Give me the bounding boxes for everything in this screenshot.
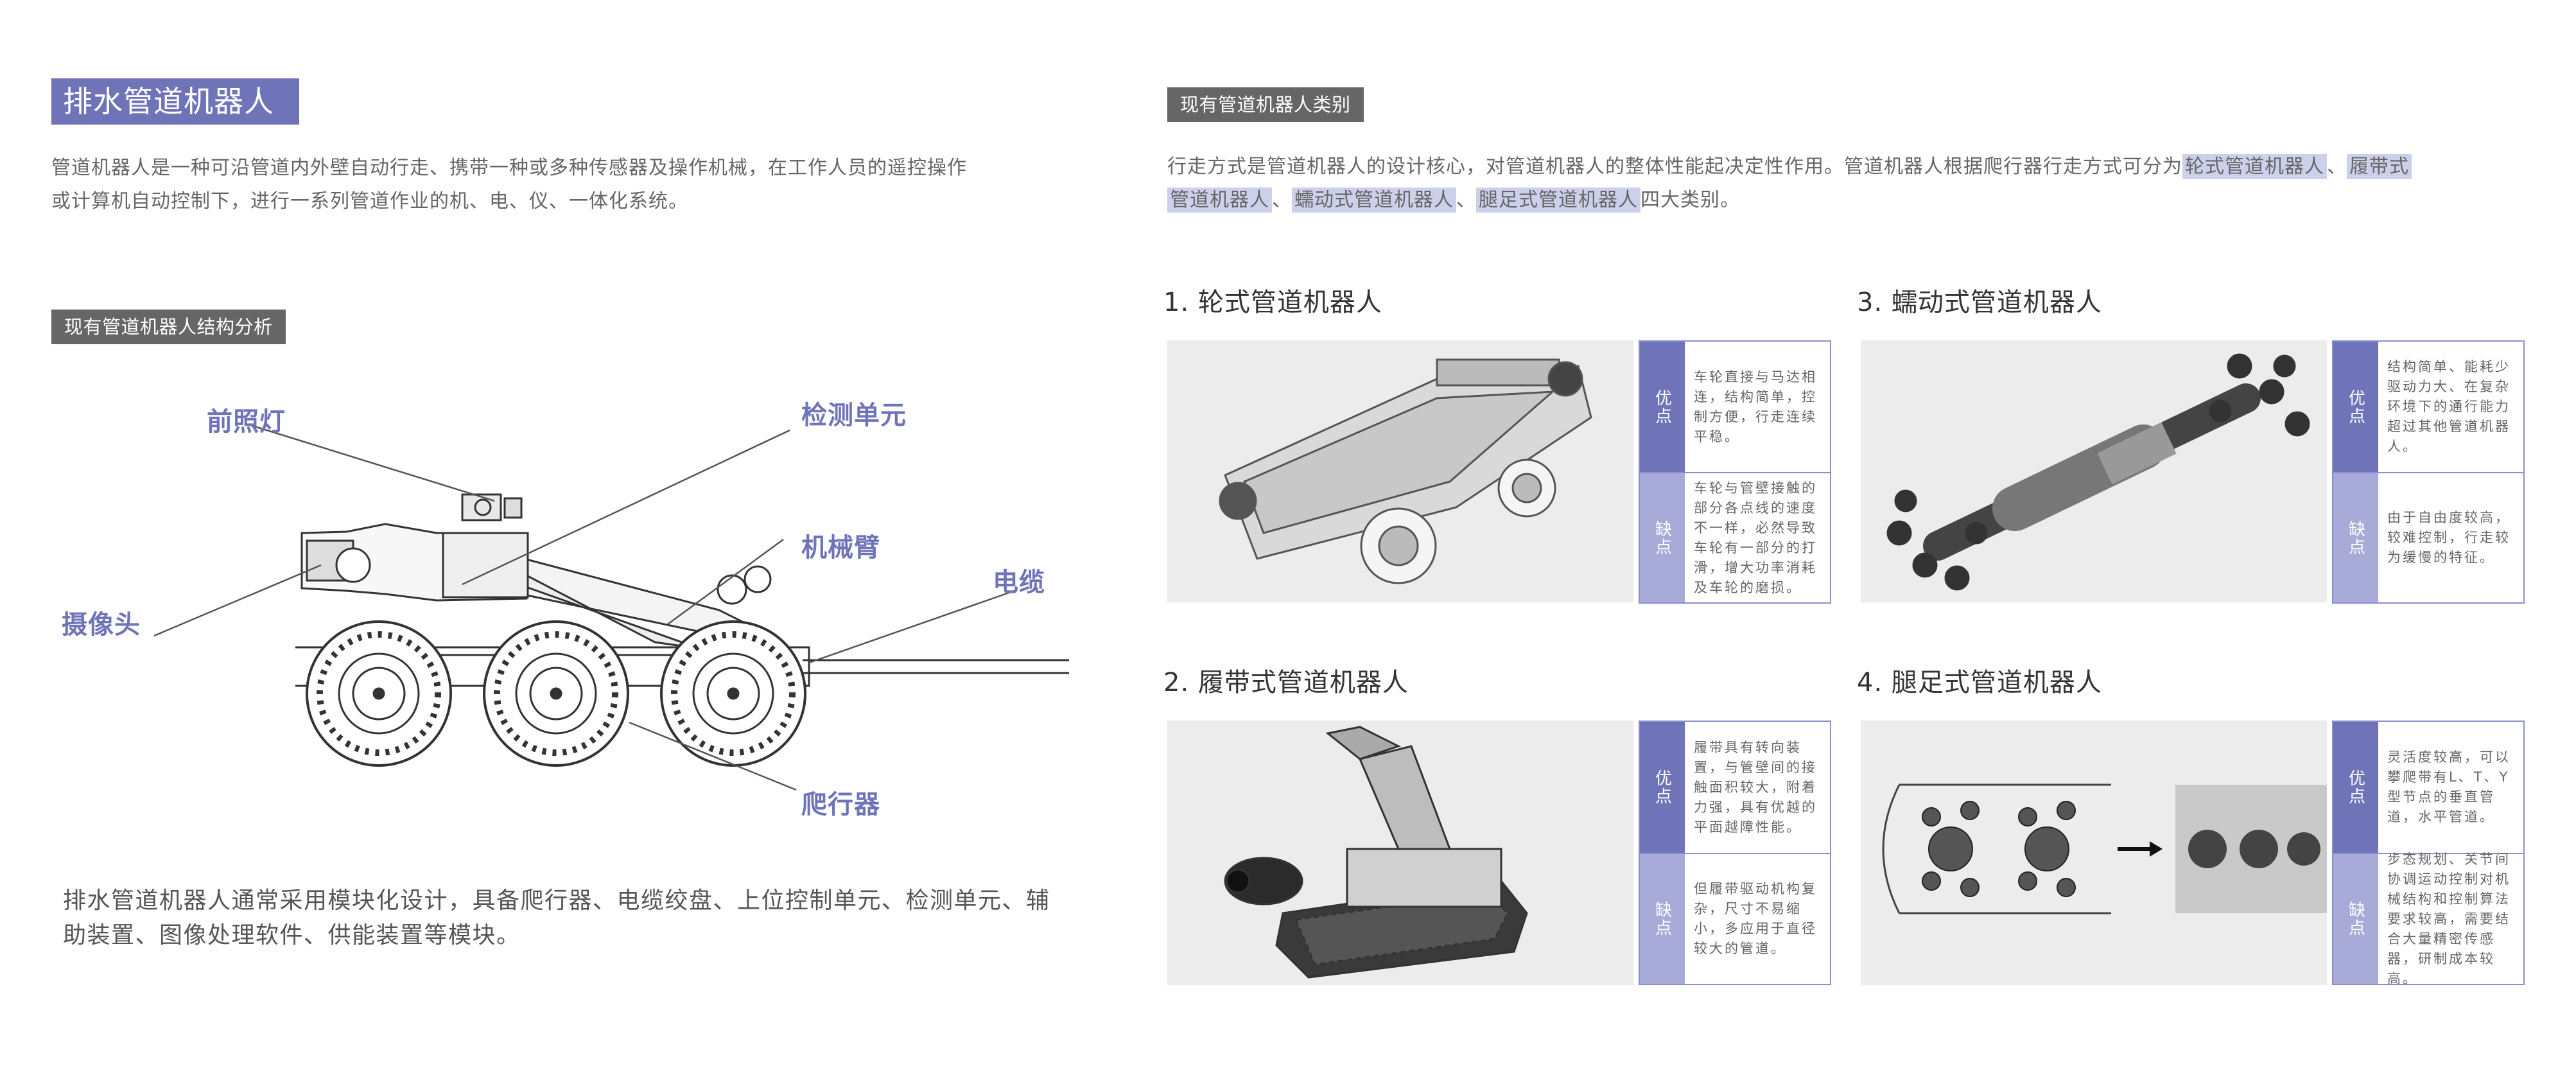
legged-robot-image — [1861, 721, 2327, 985]
summary-line-2: 助装置、图像处理软件、供能装置等模块。 — [63, 922, 521, 948]
wheeled-pros: 优点 车轮直接与马达相连，结构简单，控制方便，行走连续平稳。 — [1640, 342, 1830, 473]
robot-title-peristaltic: 3. 蠕动式管道机器人 — [1857, 288, 2102, 317]
intro-end: 四大类别。 — [1640, 189, 1740, 211]
highlight-tracked: 履带式 — [2347, 154, 2412, 179]
con-label: 缺点 — [2333, 473, 2378, 602]
con-text: 车轮与管壁接触的部分各点线的速度不一样，必然导致车轮有一部分的打滑，增大功率消耗… — [1694, 480, 1817, 595]
label-mechanical-arm: 机械臂 — [801, 533, 880, 563]
con-text: 但履带驱动机构复杂，尺寸不易缩小，多应用于直径较大的管道。 — [1694, 881, 1817, 956]
peristaltic-robot-image — [1861, 340, 2327, 602]
label-crawler: 爬行器 — [801, 790, 880, 819]
wheeled-robot-image — [1167, 340, 1633, 602]
legged-robot-illustration — [1861, 721, 2327, 985]
tracked-proscons-panel: 优点 履带具有转向装置，与管壁间的接触面积较大，附着力强，具有优越的平面越障性能… — [1639, 721, 1831, 985]
peristaltic-pros: 优点 结构简单、能耗少驱动力大、在复杂环境下的通行能力超过其他管道机器人。 — [2333, 342, 2523, 473]
pro-label: 优点 — [1640, 722, 1685, 853]
intro-separator: 、 — [1456, 189, 1476, 211]
structure-section-tag: 现有管道机器人结构分析 — [51, 310, 286, 344]
pro-text: 车轮直接与马达相连，结构简单，控制方便，行走连续平稳。 — [1694, 369, 1817, 444]
label-detection-unit: 检测单元 — [801, 401, 907, 430]
tracked-cons: 缺点 但履带驱动机构复杂，尺寸不易缩小，多应用于直径较大的管道。 — [1640, 854, 1830, 984]
category-section-tag: 现有管道机器人类别 — [1167, 87, 1364, 122]
legged-proscons-panel: 优点 灵活度较高，可以攀爬带有L、T、Y型节点的垂直管道，水平管道。 缺点 步态… — [2332, 721, 2525, 986]
peristaltic-cons: 缺点 由于自由度较高，较难控制，行走较为缓慢的特征。 — [2333, 473, 2523, 602]
highlight-tracked-cont: 管道机器人 — [1167, 188, 1272, 213]
intro-text: 行走方式是管道机器人的设计核心，对管道机器人的整体性能起决定性作用。管道机器人根… — [1167, 155, 2182, 178]
highlight-legged: 腿足式管道机器人 — [1476, 188, 1640, 213]
summary-line-1: 排水管道机器人通常采用模块化设计，具备爬行器、电缆绞盘、上位控制单元、检测单元、… — [63, 887, 1050, 914]
wheeled-robot-illustration — [1167, 340, 1633, 602]
pro-text: 履带具有转向装置，与管壁间的接触面积较大，附着力强，具有优越的平面越障性能。 — [1694, 739, 1817, 835]
pro-label: 优点 — [1640, 342, 1685, 472]
robot-title-legged: 4. 腿足式管道机器人 — [1857, 668, 2102, 697]
intro-separator: 、 — [1272, 189, 1292, 211]
label-headlight: 前照灯 — [207, 407, 286, 437]
page-title: 排水管道机器人 — [51, 78, 299, 125]
robot-structure-diagram — [153, 424, 1069, 791]
highlight-wheeled: 轮式管道机器人 — [2182, 154, 2327, 179]
wheeled-cons: 缺点 车轮与管壁接触的部分各点线的速度不一样，必然导致车轮有一部分的打滑，增大功… — [1640, 473, 1830, 602]
con-label: 缺点 — [2333, 854, 2378, 984]
label-cable: 电缆 — [993, 568, 1045, 597]
peristaltic-robot-illustration — [1861, 340, 2327, 602]
peristaltic-proscons-panel: 优点 结构简单、能耗少驱动力大、在复杂环境下的通行能力超过其他管道机器人。 缺点… — [2332, 340, 2525, 604]
robot-title-tracked: 2. 履带式管道机器人 — [1163, 668, 1409, 697]
intro-separator: 、 — [2327, 155, 2347, 178]
robot-title-wheeled: 1. 轮式管道机器人 — [1163, 288, 1382, 317]
con-label: 缺点 — [1640, 473, 1685, 602]
pro-label: 优点 — [2333, 342, 2378, 472]
definition-text: 管道机器人是一种可沿管道内外壁自动行走、携带一种或多种传感器及操作机械，在工作人… — [51, 152, 1092, 218]
tracked-robot-illustration — [1167, 721, 1633, 985]
tracked-pros: 优点 履带具有转向装置，与管壁间的接触面积较大，附着力强，具有优越的平面越障性能… — [1640, 722, 1830, 854]
highlight-peristaltic: 蠕动式管道机器人 — [1292, 188, 1456, 213]
category-intro-text: 行走方式是管道机器人的设计核心，对管道机器人的整体性能起决定性作用。管道机器人根… — [1167, 150, 2535, 217]
definition-line-2: 或计算机自动控制下，进行一系列管道作业的机、电、仪、一体化系统。 — [51, 190, 688, 213]
con-text: 由于自由度较高，较难控制，行走较为缓慢的特征。 — [2387, 510, 2511, 565]
pro-label: 优点 — [2333, 722, 2378, 853]
label-camera: 摄像头 — [62, 610, 141, 640]
pro-text: 结构简单、能耗少驱动力大、在复杂环境下的通行能力超过其他管道机器人。 — [2387, 359, 2511, 454]
con-text: 步态规划、关节间协调运动控制对机械结构和控制算法要求较高，需要结合大量精密传感器… — [2387, 851, 2511, 986]
wheeled-proscons-panel: 优点 车轮直接与马达相连，结构简单，控制方便，行走连续平稳。 缺点 车轮与管壁接… — [1639, 340, 1831, 604]
tracked-robot-image — [1167, 721, 1633, 985]
module-summary-text: 排水管道机器人通常采用模块化设计，具备爬行器、电缆绞盘、上位控制单元、检测单元、… — [63, 884, 1077, 953]
definition-line-1: 管道机器人是一种可沿管道内外壁自动行走、携带一种或多种传感器及操作机械，在工作人… — [51, 157, 967, 179]
legged-cons: 缺点 步态规划、关节间协调运动控制对机械结构和控制算法要求较高，需要结合大量精密… — [2333, 851, 2523, 986]
legged-pros: 优点 灵活度较高，可以攀爬带有L、T、Y型节点的垂直管道，水平管道。 — [2333, 722, 2523, 854]
pro-text: 灵活度较高，可以攀爬带有L、T、Y型节点的垂直管道，水平管道。 — [2387, 749, 2511, 825]
con-label: 缺点 — [1640, 854, 1685, 984]
